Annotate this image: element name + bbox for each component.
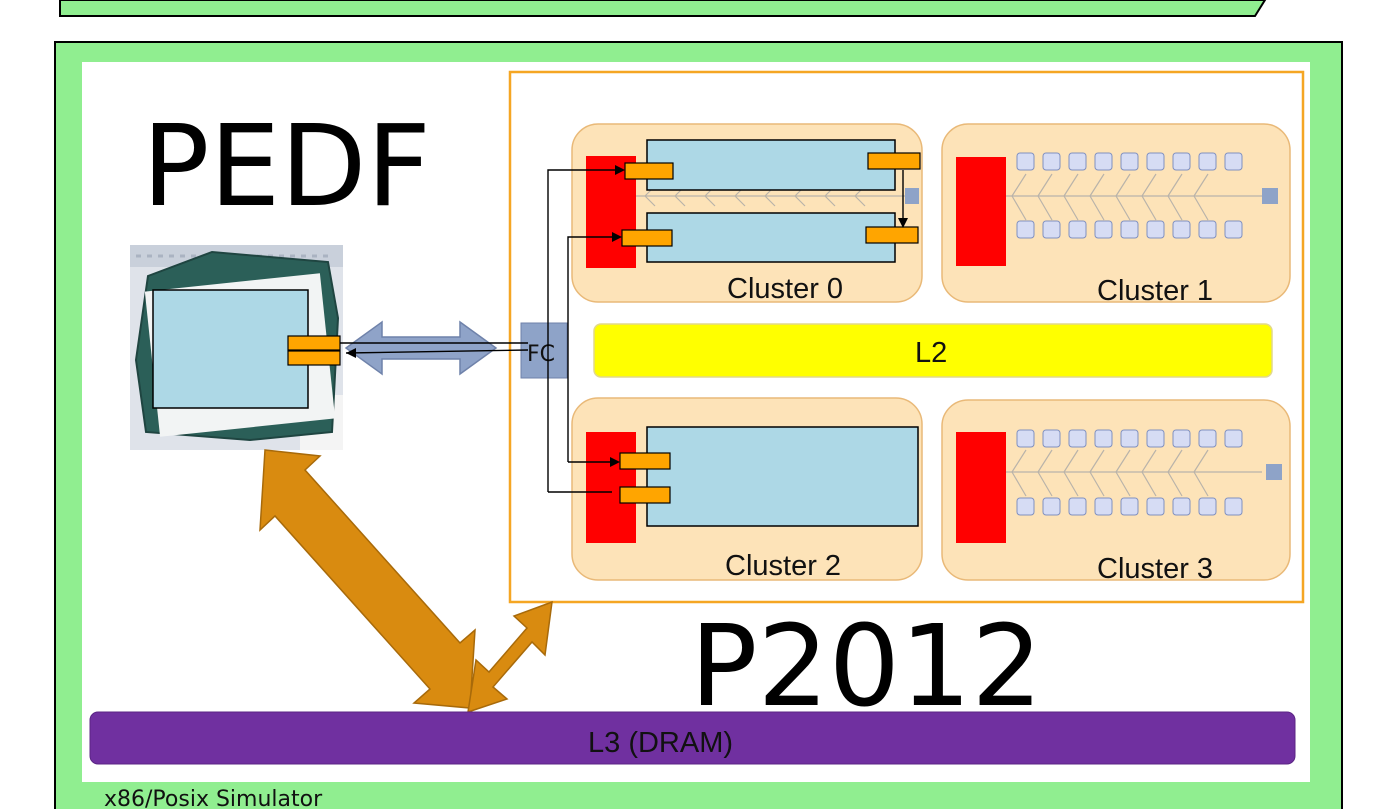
cluster-1-dma-node bbox=[1262, 188, 1278, 204]
cluster-1-core-row-top bbox=[1017, 153, 1242, 170]
host-port-top bbox=[288, 336, 340, 350]
fc-label: FC bbox=[527, 342, 555, 367]
host-port-bottom bbox=[288, 351, 340, 365]
l2-label: L2 bbox=[915, 337, 947, 369]
cluster-2-module bbox=[647, 427, 918, 526]
pedf-title: PEDF bbox=[142, 102, 431, 232]
l3-dram-label: L3 (DRAM) bbox=[588, 727, 733, 759]
simulator-label: x86/Posix Simulator bbox=[104, 787, 323, 809]
cluster-1-pe-block bbox=[956, 157, 1006, 266]
cluster-0-port-top-out bbox=[868, 153, 920, 169]
cluster-3-dma-node bbox=[1266, 464, 1282, 480]
cluster-0-port-bottom-out bbox=[866, 227, 918, 243]
cluster-3: Cluster 3 bbox=[942, 400, 1290, 585]
host-module bbox=[153, 290, 308, 408]
top-banner bbox=[60, 0, 1265, 16]
cluster-0-port-top-in bbox=[625, 163, 673, 179]
cluster-1-label: Cluster 1 bbox=[1097, 275, 1213, 307]
host-processor bbox=[130, 245, 343, 450]
cluster-0-module-bottom bbox=[647, 213, 895, 262]
cluster-0-port-bottom-in bbox=[622, 230, 672, 246]
cluster-2: Cluster 2 bbox=[572, 398, 922, 582]
cluster-2-port-in bbox=[620, 453, 670, 469]
cluster-3-pe-block bbox=[956, 432, 1006, 543]
cluster-3-label: Cluster 3 bbox=[1097, 553, 1213, 585]
cluster-0-module-top bbox=[647, 140, 895, 190]
cluster-1: Cluster 1 bbox=[942, 124, 1290, 307]
cluster-2-port-out bbox=[620, 487, 670, 503]
cluster-2-label: Cluster 2 bbox=[725, 550, 841, 582]
cluster-0: Cluster 0 bbox=[572, 124, 922, 305]
cluster-3-core-row-top bbox=[1017, 430, 1242, 447]
cluster-0-dma-node bbox=[905, 188, 919, 204]
cluster-1-core-row-bottom bbox=[1017, 221, 1242, 238]
cluster-3-core-row-bottom bbox=[1017, 498, 1242, 515]
cluster-0-label: Cluster 0 bbox=[727, 273, 843, 305]
